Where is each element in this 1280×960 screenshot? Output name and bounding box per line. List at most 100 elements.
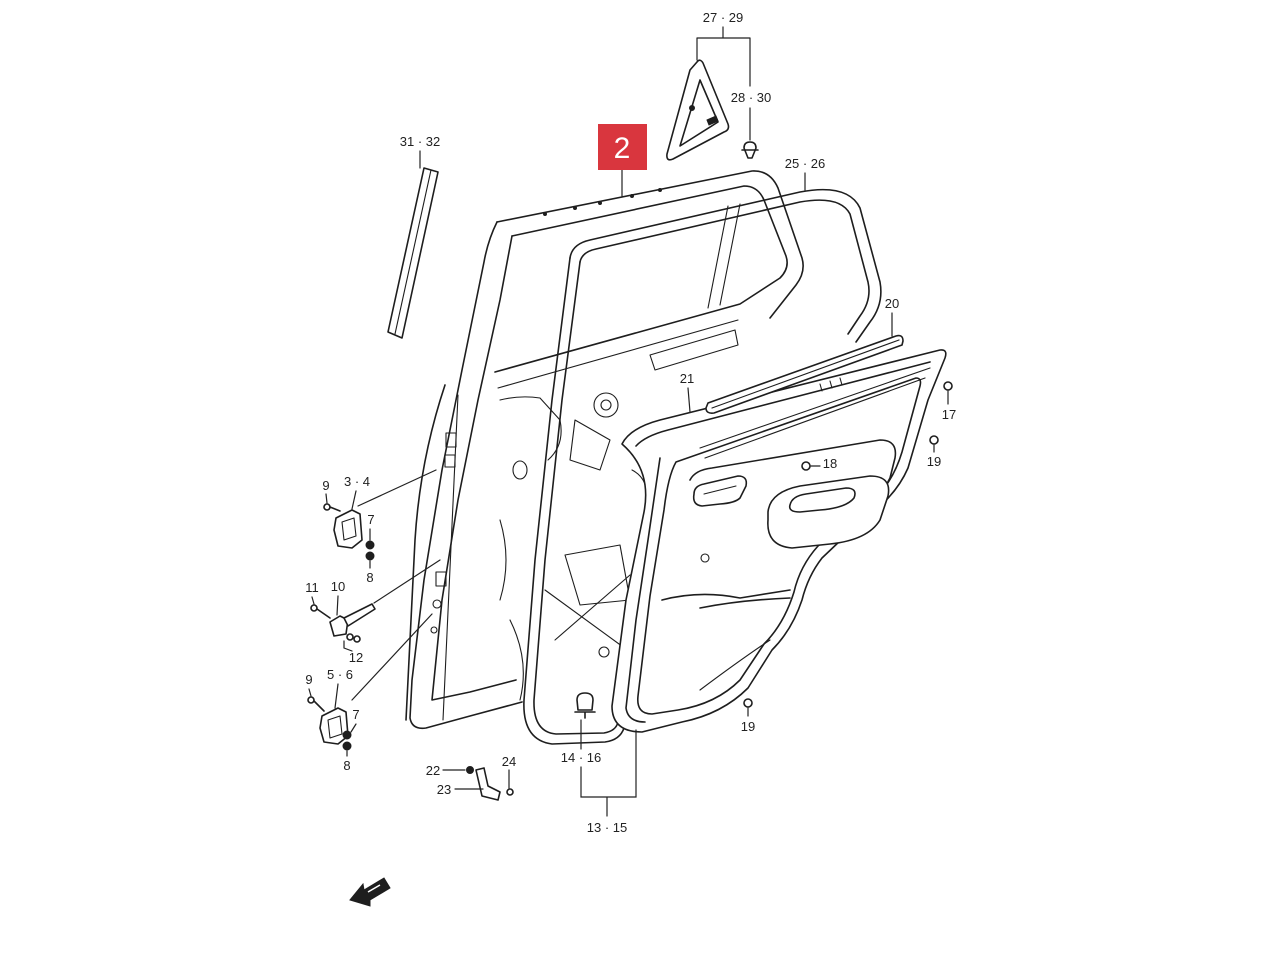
door-body-inner-flange: [431, 235, 517, 701]
door-belt-reinforcement: [497, 319, 739, 389]
door-frame-hole: [658, 188, 662, 192]
quarter-window: [666, 59, 730, 161]
door-checker-body: [329, 615, 349, 637]
leader-line: [343, 640, 353, 652]
leader-line: [696, 26, 751, 87]
door-hinge-mount: [435, 571, 447, 587]
upper-hinge-leaf: [341, 517, 357, 541]
door-inner-detail: [499, 519, 507, 601]
pillar-strip-edge: [394, 169, 432, 335]
belt-moulding: [705, 334, 904, 414]
trim-panel-tick: [819, 377, 843, 392]
front-arrow-shape: [349, 877, 391, 907]
checker-bolt-shank: [316, 608, 331, 619]
door-inner-detail: [509, 619, 524, 701]
door-hinge-mount: [445, 432, 457, 448]
door-glass-run-lower: [649, 329, 739, 371]
leader-line: [687, 387, 691, 413]
callout-2: 2: [598, 124, 647, 170]
door-frame-hole: [598, 201, 602, 205]
lower-hinge-leaf: [327, 715, 343, 739]
door-window-frame-outer: [496, 170, 804, 319]
weatherstrip-lower-inner: [533, 261, 619, 735]
leader-line: [336, 595, 339, 616]
callout-label-2: 2: [614, 132, 631, 165]
bracket-nut-icon: [506, 788, 514, 796]
upper-hinge-body: [333, 509, 363, 549]
hinge-nut-icon: [365, 540, 375, 550]
trim-panel-lower-pocket: [699, 639, 771, 691]
callout-label-13-15: 13 · 15: [587, 820, 627, 835]
door-hinge-hole: [432, 599, 442, 609]
door-shell: [405, 170, 804, 730]
door-frame-hole: [543, 212, 547, 216]
leader-line: [311, 596, 315, 605]
quarter-window-fastener: [741, 141, 759, 159]
callout-label-9-upper: 9: [322, 478, 329, 493]
lower-bracket: [466, 766, 514, 801]
door-inner-hole: [512, 460, 528, 480]
callout-label-8-lower: 8: [343, 758, 350, 773]
lower-bracket-body: [475, 767, 501, 801]
front-direction-arrow-icon: [349, 877, 391, 907]
callout-label-23: 23: [437, 782, 451, 797]
door-hinge-hole: [430, 626, 438, 634]
trim-panel-hand-hole: [788, 487, 856, 513]
hinge-nut-icon: [365, 551, 375, 561]
quarter-window-clip: [689, 105, 695, 111]
callout-labels: 27 · 29 28 · 30 31 · 32 25 · 26 20 21 17…: [305, 10, 956, 835]
pillar-strip: [387, 167, 439, 339]
door-division-bar: [707, 203, 741, 309]
callout-label-31-32: 31 · 32: [400, 134, 440, 149]
door-hinge-mount: [444, 454, 456, 468]
hinge-bolt-icon: [323, 503, 331, 511]
clip-icon: [929, 435, 939, 445]
checker-pin-icon: [346, 633, 354, 641]
callout-label-27-29: 27 · 29: [703, 10, 743, 25]
leader-line: [325, 493, 328, 504]
callout-label-11: 11: [305, 580, 319, 595]
door-window-frame-inner: [494, 185, 788, 373]
door-clip: [574, 692, 596, 719]
callout-label-22: 22: [426, 763, 440, 778]
callout-label-12: 12: [349, 650, 363, 665]
callout-label-18: 18: [823, 456, 837, 471]
checker-bolt-icon: [310, 604, 318, 612]
trim-panel-face: [636, 377, 922, 715]
leader-lines: [308, 26, 949, 817]
hinge-bolt-icon: [307, 696, 315, 704]
hinge-nut-icon: [342, 730, 352, 740]
leader-line: [308, 688, 312, 697]
trim-panel-rim-left: [625, 457, 661, 723]
trim-panel-rim-top: [635, 361, 931, 447]
callout-2-highlight: [598, 124, 647, 170]
leader-line: [351, 490, 357, 510]
leader-line: [580, 729, 637, 817]
door-inner-hole: [600, 399, 612, 411]
callout-label-19-lower: 19: [741, 719, 755, 734]
door-checker-arm: [343, 603, 376, 627]
leader-line: [334, 683, 339, 709]
door-inner-detail: [569, 419, 611, 471]
trim-fasteners: [743, 381, 953, 708]
leader-line: [350, 723, 357, 733]
callout-label-7-lower: 7: [352, 707, 359, 722]
door-inner-brace: [544, 574, 631, 653]
callout-label-24: 24: [502, 754, 516, 769]
callout-label-14-16: 14 · 16: [561, 750, 601, 765]
screw-icon: [801, 461, 811, 471]
callout-label-10: 10: [331, 579, 345, 594]
screw-icon: [943, 381, 953, 391]
upper-hinge: [323, 503, 375, 561]
leader-line: [373, 559, 441, 604]
door-checker: [310, 603, 376, 643]
quarter-window-glass: [679, 79, 719, 147]
quarter-window-frame: [666, 59, 730, 161]
door-clip-base: [574, 711, 596, 719]
weatherstrip-upper-outer: [569, 188, 882, 343]
checker-pin-icon: [353, 635, 361, 643]
callout-label-7-upper: 7: [367, 512, 374, 527]
bracket-screw-icon: [466, 766, 474, 774]
weatherstrip-upper: [569, 188, 882, 343]
